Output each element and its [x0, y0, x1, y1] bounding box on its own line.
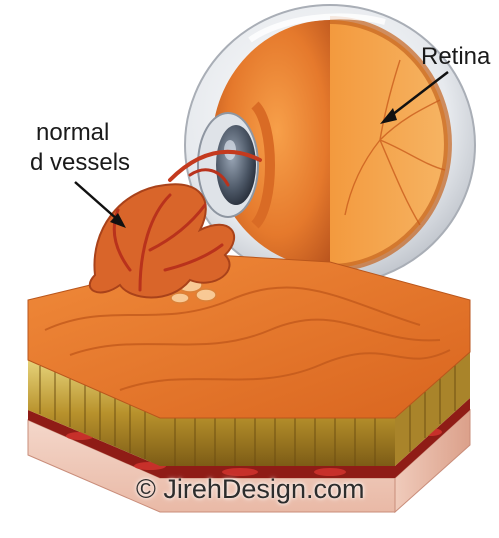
abnormal-vessels-label-line1: normal [36, 120, 109, 146]
abnormal-vessels-label-line2: d vessels [30, 150, 130, 176]
copyright-watermark: © JirehDesign.com [136, 474, 364, 505]
vessels-leader-line [75, 182, 118, 220]
lens [216, 125, 256, 205]
retina-label: Retina [421, 44, 490, 70]
